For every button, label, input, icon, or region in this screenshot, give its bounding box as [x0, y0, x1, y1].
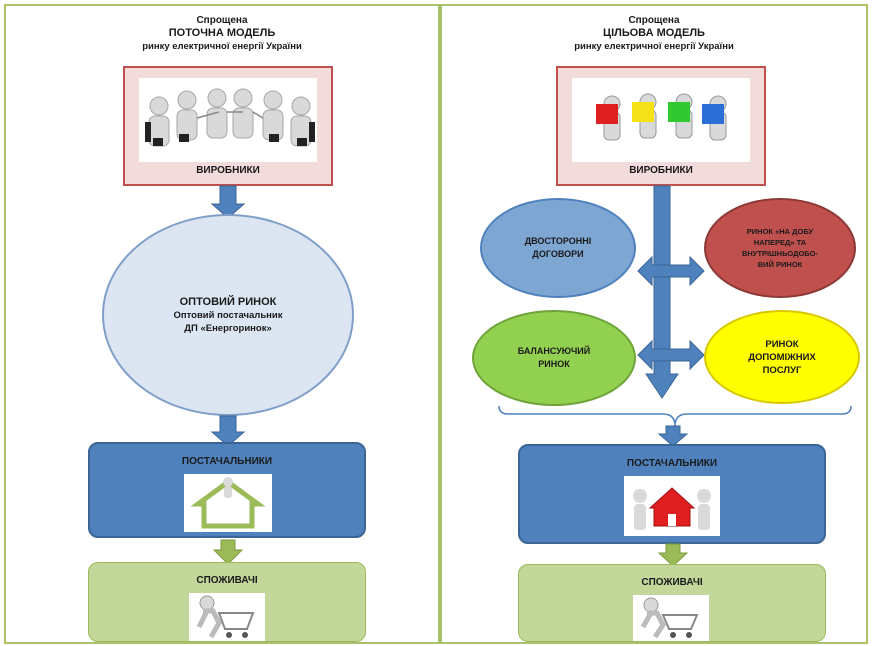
heading-model-name: ПОТОЧНА МОДЕЛЬ [168, 27, 276, 39]
ancillary-services-ellipse: РИНОК ДОПОМІЖНИХ ПОСЛУГ [704, 310, 860, 404]
day-ahead-line3: ВНУТРІШНЬОДОБО- [741, 249, 819, 258]
day-ahead-line1: РИНОК «НА ДОБУ [746, 227, 814, 236]
producers-label: ВИРОБНИКИ [629, 165, 693, 176]
arrow-suppliers-to-consumers [212, 539, 244, 565]
current-model-panel: Спрощена ПОТОЧНА МОДЕЛЬ ринку електрично… [4, 4, 440, 644]
arrow-market-to-suppliers [210, 415, 246, 447]
arrow-markets-to-suppliers [657, 425, 689, 447]
day-ahead-line2: НАПЕРЕД» ТА [753, 238, 807, 247]
producers-box: ВИРОБНИКИ [556, 66, 766, 186]
house-hands-icon [184, 474, 272, 532]
target-model-panel: Спрощена ЦІЛЬОВА МОДЕЛЬ ринку електрично… [440, 4, 868, 644]
heading-subtitle: ринку електричної енергії України [574, 41, 734, 52]
consumers-box: СПОЖИВАЧІ [518, 564, 826, 642]
ancillary-line1: РИНОК [765, 338, 799, 350]
consumers-label: СПОЖИВАЧІ [196, 575, 258, 586]
consumers-box: СПОЖИВАЧІ [88, 562, 366, 642]
heading-simplified: Спрощена [196, 15, 248, 26]
arrow-bilateral-dayahead [637, 255, 705, 287]
producers-label: ВИРОБНИКИ [196, 165, 260, 176]
day-ahead-line4: ВИЙ РИНОК [757, 260, 803, 269]
bilateral-line2: ДОГОВОРИ [532, 249, 584, 259]
balancing-market-ellipse: БАЛАНСУЮЧИЙ РИНОК [472, 310, 636, 406]
suppliers-label: ПОСТАЧАЛЬНИКИ [626, 458, 718, 469]
puzzle-people-icon [572, 78, 750, 162]
ancillary-line2: ДОПОМІЖНИХ [748, 351, 816, 363]
balancing-line1: БАЛАНСУЮЧИЙ [517, 346, 591, 356]
house-hands-icon [624, 476, 720, 536]
consumers-label: СПОЖИВАЧІ [641, 577, 703, 588]
ancillary-line3: ПОСЛУГ [762, 364, 802, 376]
arrow-balancing-ancillary [637, 339, 705, 371]
arrow-producers-to-market [210, 185, 246, 219]
arrow-suppliers-to-consumers [657, 543, 689, 567]
heading-simplified: Спрощена [628, 15, 680, 26]
heading-subtitle: ринку електричної енергії України [142, 41, 302, 52]
shopping-cart-person-icon [189, 593, 265, 641]
heading-model-name: ЦІЛЬОВА МОДЕЛЬ [603, 27, 705, 39]
suppliers-label: ПОСТАЧАЛЬНИКИ [181, 456, 273, 467]
wholesale-market-ellipse: ОПТОВИЙ РИНОК Оптовий постачальник ДП «Е… [102, 214, 354, 416]
wholesale-title: ОПТОВИЙ РИНОК [179, 295, 277, 308]
arrow-producers-to-markets [645, 185, 679, 399]
bilateral-contracts-ellipse: ДВОСТОРОННІ ДОГОВОРИ [480, 198, 636, 298]
producers-box: ВИРОБНИКИ [123, 66, 333, 186]
day-ahead-market-ellipse: РИНОК «НА ДОБУ НАПЕРЕД» ТА ВНУТРІШНЬОДОБ… [704, 198, 856, 298]
suppliers-box: ПОСТАЧАЛЬНИКИ [88, 442, 366, 538]
current-model-heading: Спрощена ПОТОЧНА МОДЕЛЬ ринку електрично… [6, 14, 438, 53]
suppliers-box: ПОСТАЧАЛЬНИКИ [518, 444, 826, 544]
shopping-cart-person-icon [633, 595, 709, 641]
balancing-line2: РИНОК [538, 359, 570, 369]
target-model-heading: Спрощена ЦІЛЬОВА МОДЕЛЬ ринку електрично… [442, 14, 866, 53]
business-people-icon [139, 78, 317, 162]
wholesale-supplier: Оптовий постачальник [173, 309, 283, 321]
markets-brace [498, 405, 852, 427]
wholesale-enterprise: ДП «Енергоринок» [184, 322, 272, 334]
bilateral-line1: ДВОСТОРОННІ [524, 236, 592, 246]
